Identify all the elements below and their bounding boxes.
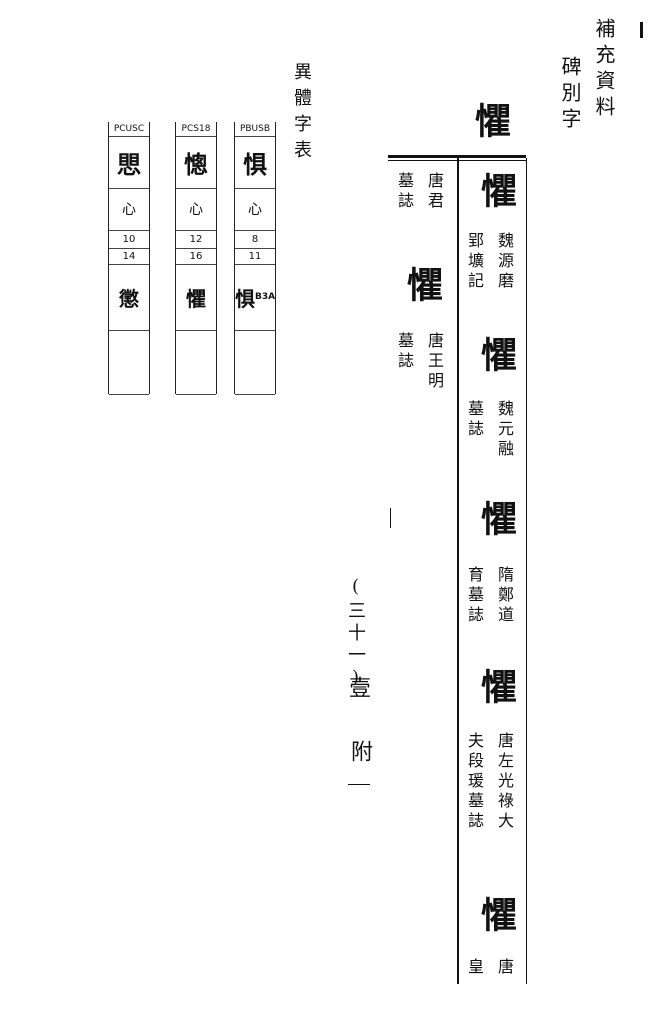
empty-cell [176,330,216,395]
stroke-cell: 14 [109,248,149,265]
entry-source: 魏元融 [495,400,514,460]
stroke-cell: 8 [235,230,275,249]
appendix-label: 附 [347,740,372,768]
variant-cell: 懼 [176,264,216,331]
entry-divider-2 [526,158,527,984]
section-subtitle: 碑別字 [558,56,582,134]
variant-glyph: 懼 [186,286,206,311]
entry-glyph: 懼 [475,500,517,536]
head-rule-top [388,155,526,158]
appendix-underline [348,784,370,785]
variant-tag: B3A [254,292,276,302]
entry-source: 唐 [495,958,514,978]
entry-source: 育墓誌 [465,566,484,626]
code-cell: PCS18 [176,122,216,137]
variant-cell: 懲 [109,264,149,331]
entry-source: 唐左光祿大 [495,732,514,832]
tick-mark [390,508,391,528]
entry-source: 唐王明 [425,332,444,392]
page-number: (三十一) [345,576,366,692]
entry-source: 唐君 [425,172,444,212]
glyph-cell: 惧 [235,136,275,189]
entry-source: 夫段瑗墓誌 [465,732,484,832]
empty-cell [235,330,275,395]
variant-glyph: 惧 [234,286,255,311]
entry-source: 墓誌 [395,332,414,372]
glyph-cell: 憁 [176,136,216,189]
entry-source: 皇 [465,958,484,978]
stroke-cell: 12 [176,230,216,249]
entry-glyph: 懼 [475,172,517,208]
stroke-cell: 16 [176,248,216,265]
entry-divider [457,158,459,984]
entry-source: 墓誌 [395,172,414,212]
entry-glyph: 懼 [475,668,517,704]
radical-cell: 心 [176,188,216,231]
entry-source: 魏源磨 [495,232,514,292]
section-title: 補充資料 [592,18,616,122]
empty-cell [109,330,149,395]
stroke-cell: 10 [109,230,149,249]
entry-source: 墓誌 [465,400,484,440]
radical-cell: 心 [109,188,149,231]
edge-mark [640,22,643,38]
entry-source: 隋鄭道 [495,566,514,626]
table-column: PCS18 憁 心 12 16 懼 [175,122,217,395]
page-mark: 壹 [345,676,370,704]
variant-glyph: 懲 [119,286,139,311]
entry-source: 郢壙記 [465,232,484,292]
entry-glyph: 懼 [401,266,443,302]
radical-cell: 心 [235,188,275,231]
entry-glyph: 懼 [475,336,517,372]
code-cell: PCUSC [109,122,149,137]
glyph-cell: 愳 [109,136,149,189]
code-cell: PBUSB [235,122,275,137]
stroke-cell: 11 [235,248,275,265]
entry-glyph: 懼 [475,896,517,932]
table-column: PCUSC 愳 心 10 14 懲 [108,122,150,395]
table-title: 異體字表 [291,62,312,166]
head-glyph: 懼 [469,102,511,138]
